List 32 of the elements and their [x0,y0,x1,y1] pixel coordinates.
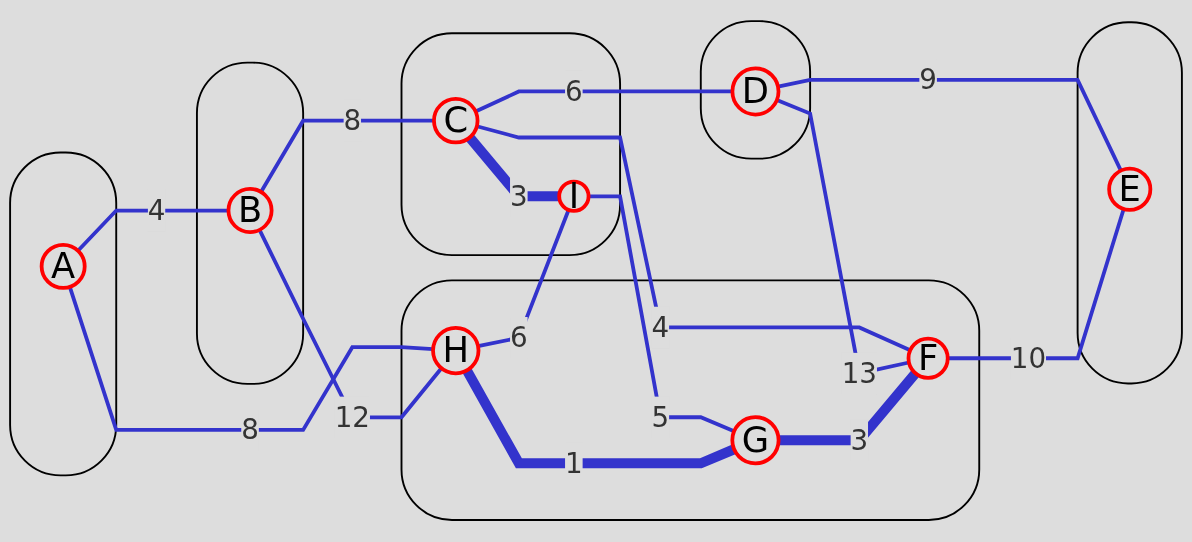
node-circle: F [906,337,950,381]
node-circle: B [226,187,274,235]
edge-label: 3 [510,181,528,213]
connector [462,368,737,469]
edge-label: 1 [565,448,583,480]
edge-label: 6 [565,76,583,108]
edge-label: 6 [510,322,528,355]
cluster [196,62,305,386]
edge-label: 4 [651,312,670,344]
node-circle: E [1107,167,1153,213]
cluster [400,279,981,522]
edge-label: 4 [147,195,166,227]
node-circle: A [39,243,87,291]
connector [465,134,560,202]
cluster [1076,21,1183,385]
edge-label: 12 [334,402,370,434]
edge-label: 13 [841,358,877,390]
node-circle: G [730,415,781,466]
cluster [699,20,812,161]
connector [259,119,434,194]
cluster [400,32,622,257]
edge-label: 8 [343,105,362,137]
node-circle: C [432,97,480,145]
cluster [9,152,118,477]
edge-label: 3 [850,425,869,457]
node-circle: D [730,67,781,117]
edge-label: 10 [1010,342,1047,375]
node-circle: I [557,180,591,214]
node-circle: H [431,326,481,376]
edge-label: 9 [919,64,937,97]
edge-label: 8 [241,414,259,447]
edge-label: 5 [651,401,670,434]
